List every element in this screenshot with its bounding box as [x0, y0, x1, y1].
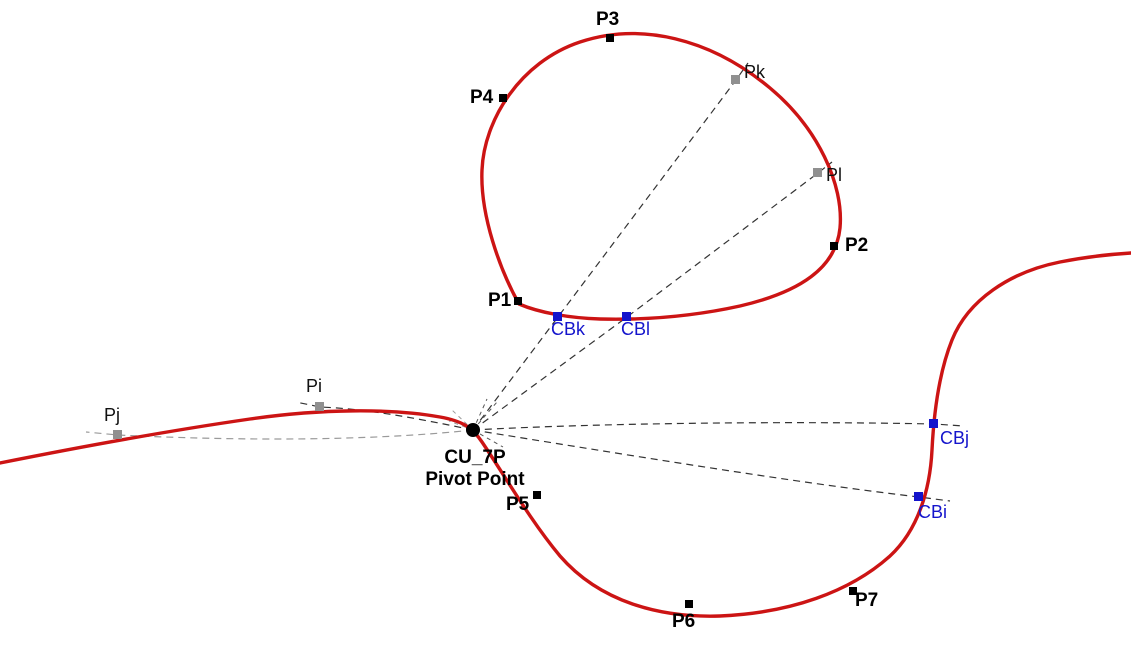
sight-lines-group: [85, 62, 965, 502]
label-p5: P5: [506, 494, 530, 515]
label-cbi: CBi: [918, 502, 948, 522]
marker-cbl[interactable]: [622, 312, 631, 321]
sight-line-stub-e: [472, 429, 504, 448]
marker-pk[interactable]: [731, 75, 740, 84]
marker-pivot-point[interactable]: [466, 423, 480, 437]
loop-curve: [480, 31, 843, 321]
label-pl: Pl: [826, 165, 843, 185]
marker-p2[interactable]: [830, 242, 838, 250]
pivot-role-label: Pivot Point: [425, 469, 525, 490]
label-cbj: CBj: [940, 428, 970, 448]
sight-line-pivot-cbi: [472, 429, 951, 502]
marker-cbi[interactable]: [914, 492, 923, 501]
marker-pl[interactable]: [813, 168, 822, 177]
sight-line-stub-c: [451, 409, 474, 431]
marker-pj[interactable]: [113, 430, 122, 439]
sight-line-pivot-cbj: [472, 422, 965, 431]
marker-p3[interactable]: [606, 34, 614, 42]
label-p6: P6: [672, 611, 696, 632]
label-pk: Pk: [744, 62, 766, 82]
label-p7: P7: [855, 590, 879, 611]
markers-group: [113, 34, 938, 608]
sight-line-pivot-pk: [472, 62, 749, 431]
sight-line-pivot-pj: [85, 429, 474, 440]
label-pi: Pi: [306, 376, 323, 396]
flowing-curve: [0, 251, 1131, 618]
marker-p6[interactable]: [685, 600, 693, 608]
marker-cbk[interactable]: [553, 312, 562, 321]
sight-line-pivot-pi: [295, 401, 474, 431]
sight-line-stub-a: [472, 401, 498, 431]
marker-p5[interactable]: [533, 491, 541, 499]
marker-p7[interactable]: [849, 587, 857, 595]
label-p4: P4: [470, 87, 494, 108]
label-cbl: CBl: [621, 319, 651, 339]
pivot-name-label: CU_7P: [444, 447, 506, 468]
label-cbk: CBk: [551, 319, 586, 339]
sight-line-stub-b: [472, 398, 488, 431]
label-p2: P2: [845, 235, 869, 256]
label-pj: Pj: [104, 405, 121, 425]
marker-p4[interactable]: [499, 94, 507, 102]
label-p3: P3: [596, 9, 620, 30]
marker-pi[interactable]: [315, 402, 324, 411]
label-p1: P1: [488, 290, 512, 311]
marker-cbj[interactable]: [929, 419, 938, 428]
marker-p1[interactable]: [514, 297, 522, 305]
red-curve-group: [0, 31, 1131, 618]
